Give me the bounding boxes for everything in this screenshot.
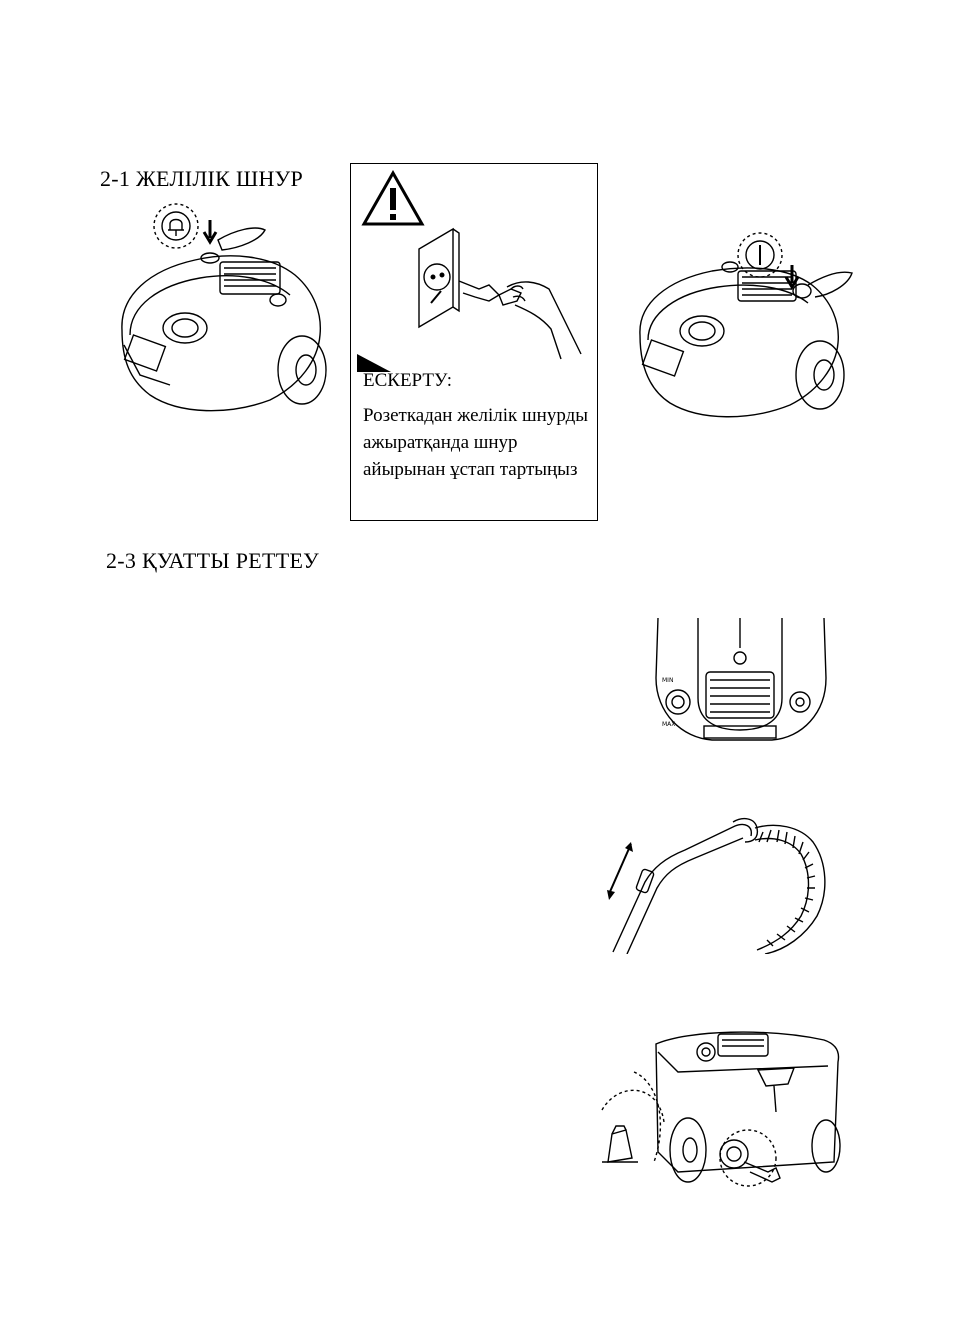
hose-attachment-illustration <box>598 1022 856 1190</box>
warning-title: ЕСКЕРТУ: <box>363 370 452 392</box>
warning-box: ЕСКЕРТУ: Розеткадан желілік шнурды ажыра… <box>350 163 598 521</box>
section-heading-power-control: 2-3 ҚУАТТЫ РЕТТЕУ <box>106 548 319 574</box>
vacuum-power-button-illustration <box>630 225 860 435</box>
svg-text:MAX: MAX <box>662 721 675 728</box>
unplug-from-socket-illustration <box>411 219 591 369</box>
handle-suction-control-illustration <box>605 812 835 954</box>
power-control-dial-illustration: MIN MAX <box>652 618 830 743</box>
warning-text: Розеткадан желілік шнурды ажыратқанда шн… <box>363 402 595 483</box>
vacuum-cord-rewind-illustration <box>110 200 340 425</box>
section-heading-power-cord: 2-1 ЖЕЛІЛІК ШНУР <box>100 166 303 192</box>
svg-text:MIN: MIN <box>662 677 673 684</box>
